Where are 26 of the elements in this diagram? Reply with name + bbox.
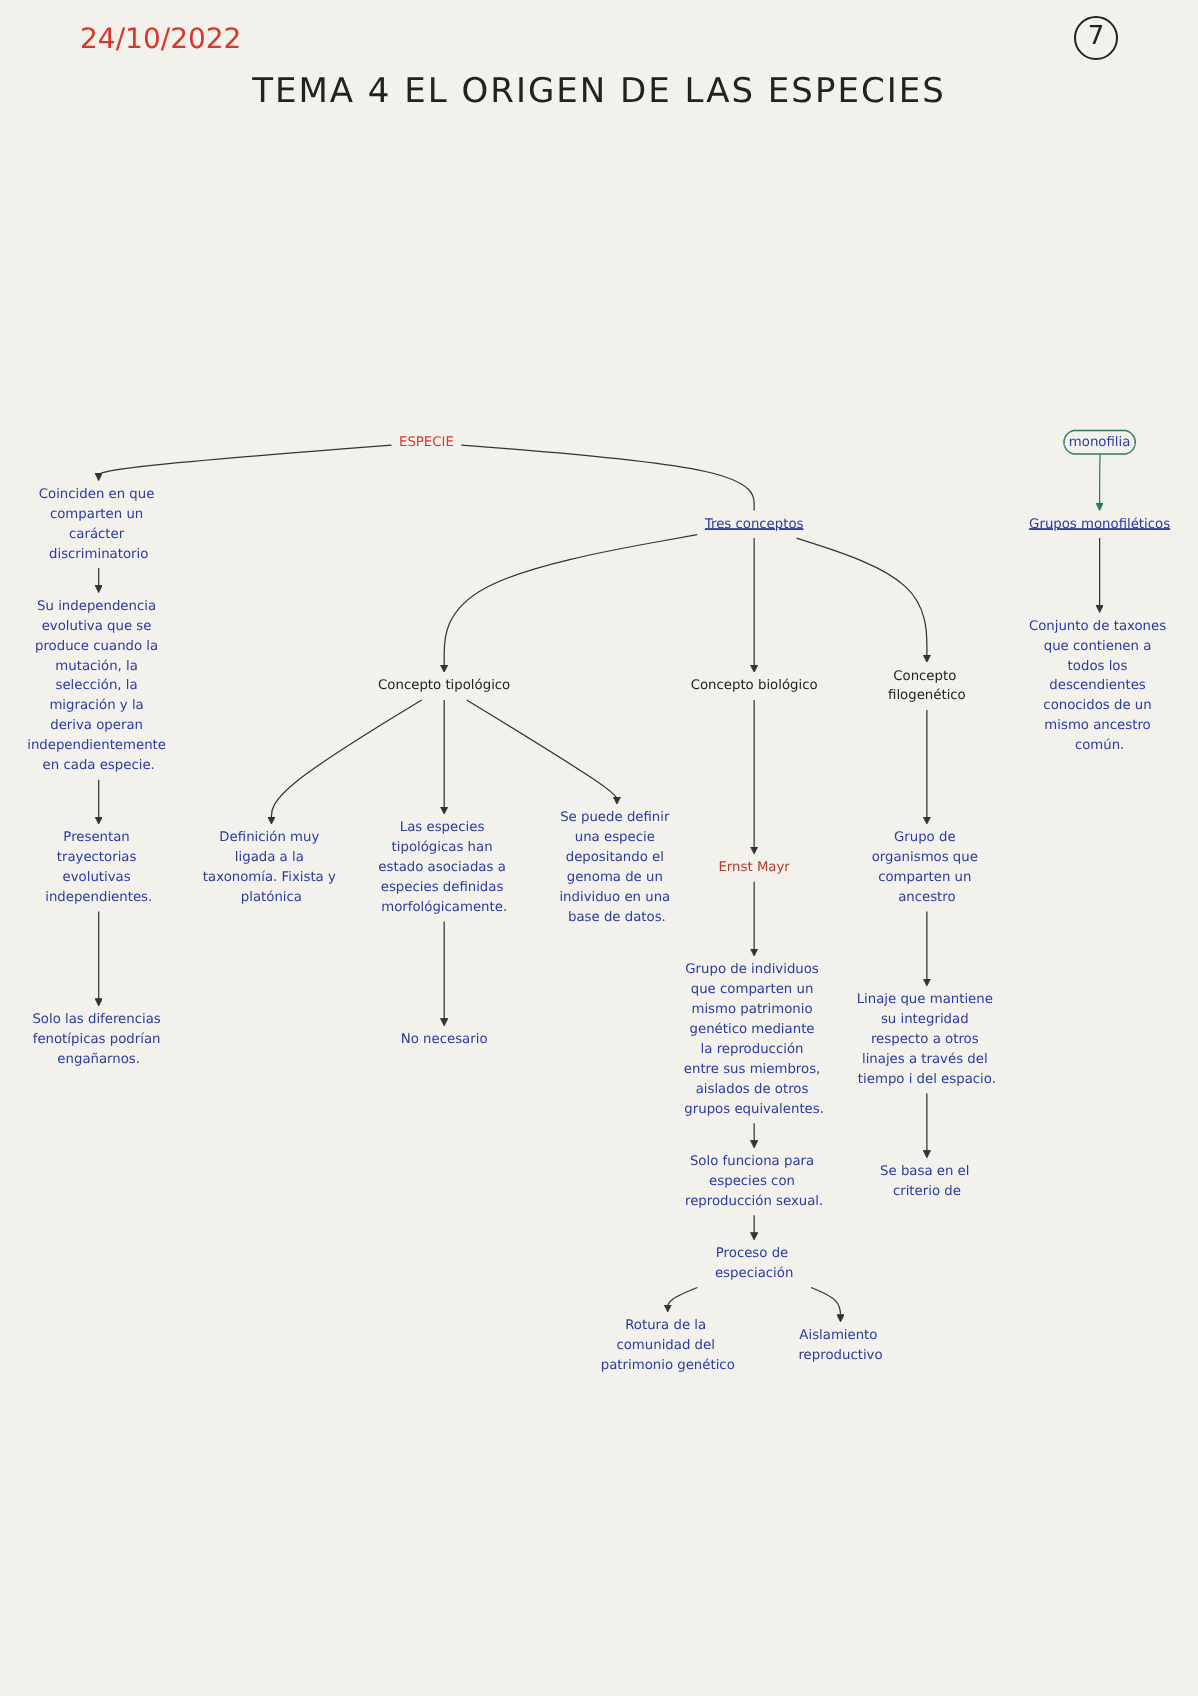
arrow (440, 699, 449, 815)
arrow (440, 534, 698, 673)
page-number: 7 (1074, 16, 1118, 60)
arrow (94, 567, 103, 594)
arrow (922, 910, 932, 987)
arrow (749, 699, 759, 855)
arrow (749, 1214, 759, 1241)
arrow (922, 709, 932, 825)
arrow (1095, 537, 1104, 613)
arrow (94, 779, 103, 825)
date-note: 24/10/2022 (80, 24, 242, 56)
arrow (922, 1092, 932, 1159)
arrow (1095, 453, 1104, 511)
arrow (94, 910, 103, 1007)
arrow (663, 1286, 698, 1313)
arrow (466, 699, 622, 805)
arrow (749, 537, 759, 673)
connector (460, 444, 755, 512)
arrow (440, 920, 449, 1027)
arrow (94, 444, 393, 482)
arrow (810, 1286, 845, 1323)
title: TEMA 4 EL ORIGEN DE LAS ESPECIES (252, 72, 946, 112)
arrow (267, 699, 423, 825)
arrow (796, 537, 932, 663)
arrow (749, 881, 759, 957)
arrow (749, 1122, 759, 1149)
